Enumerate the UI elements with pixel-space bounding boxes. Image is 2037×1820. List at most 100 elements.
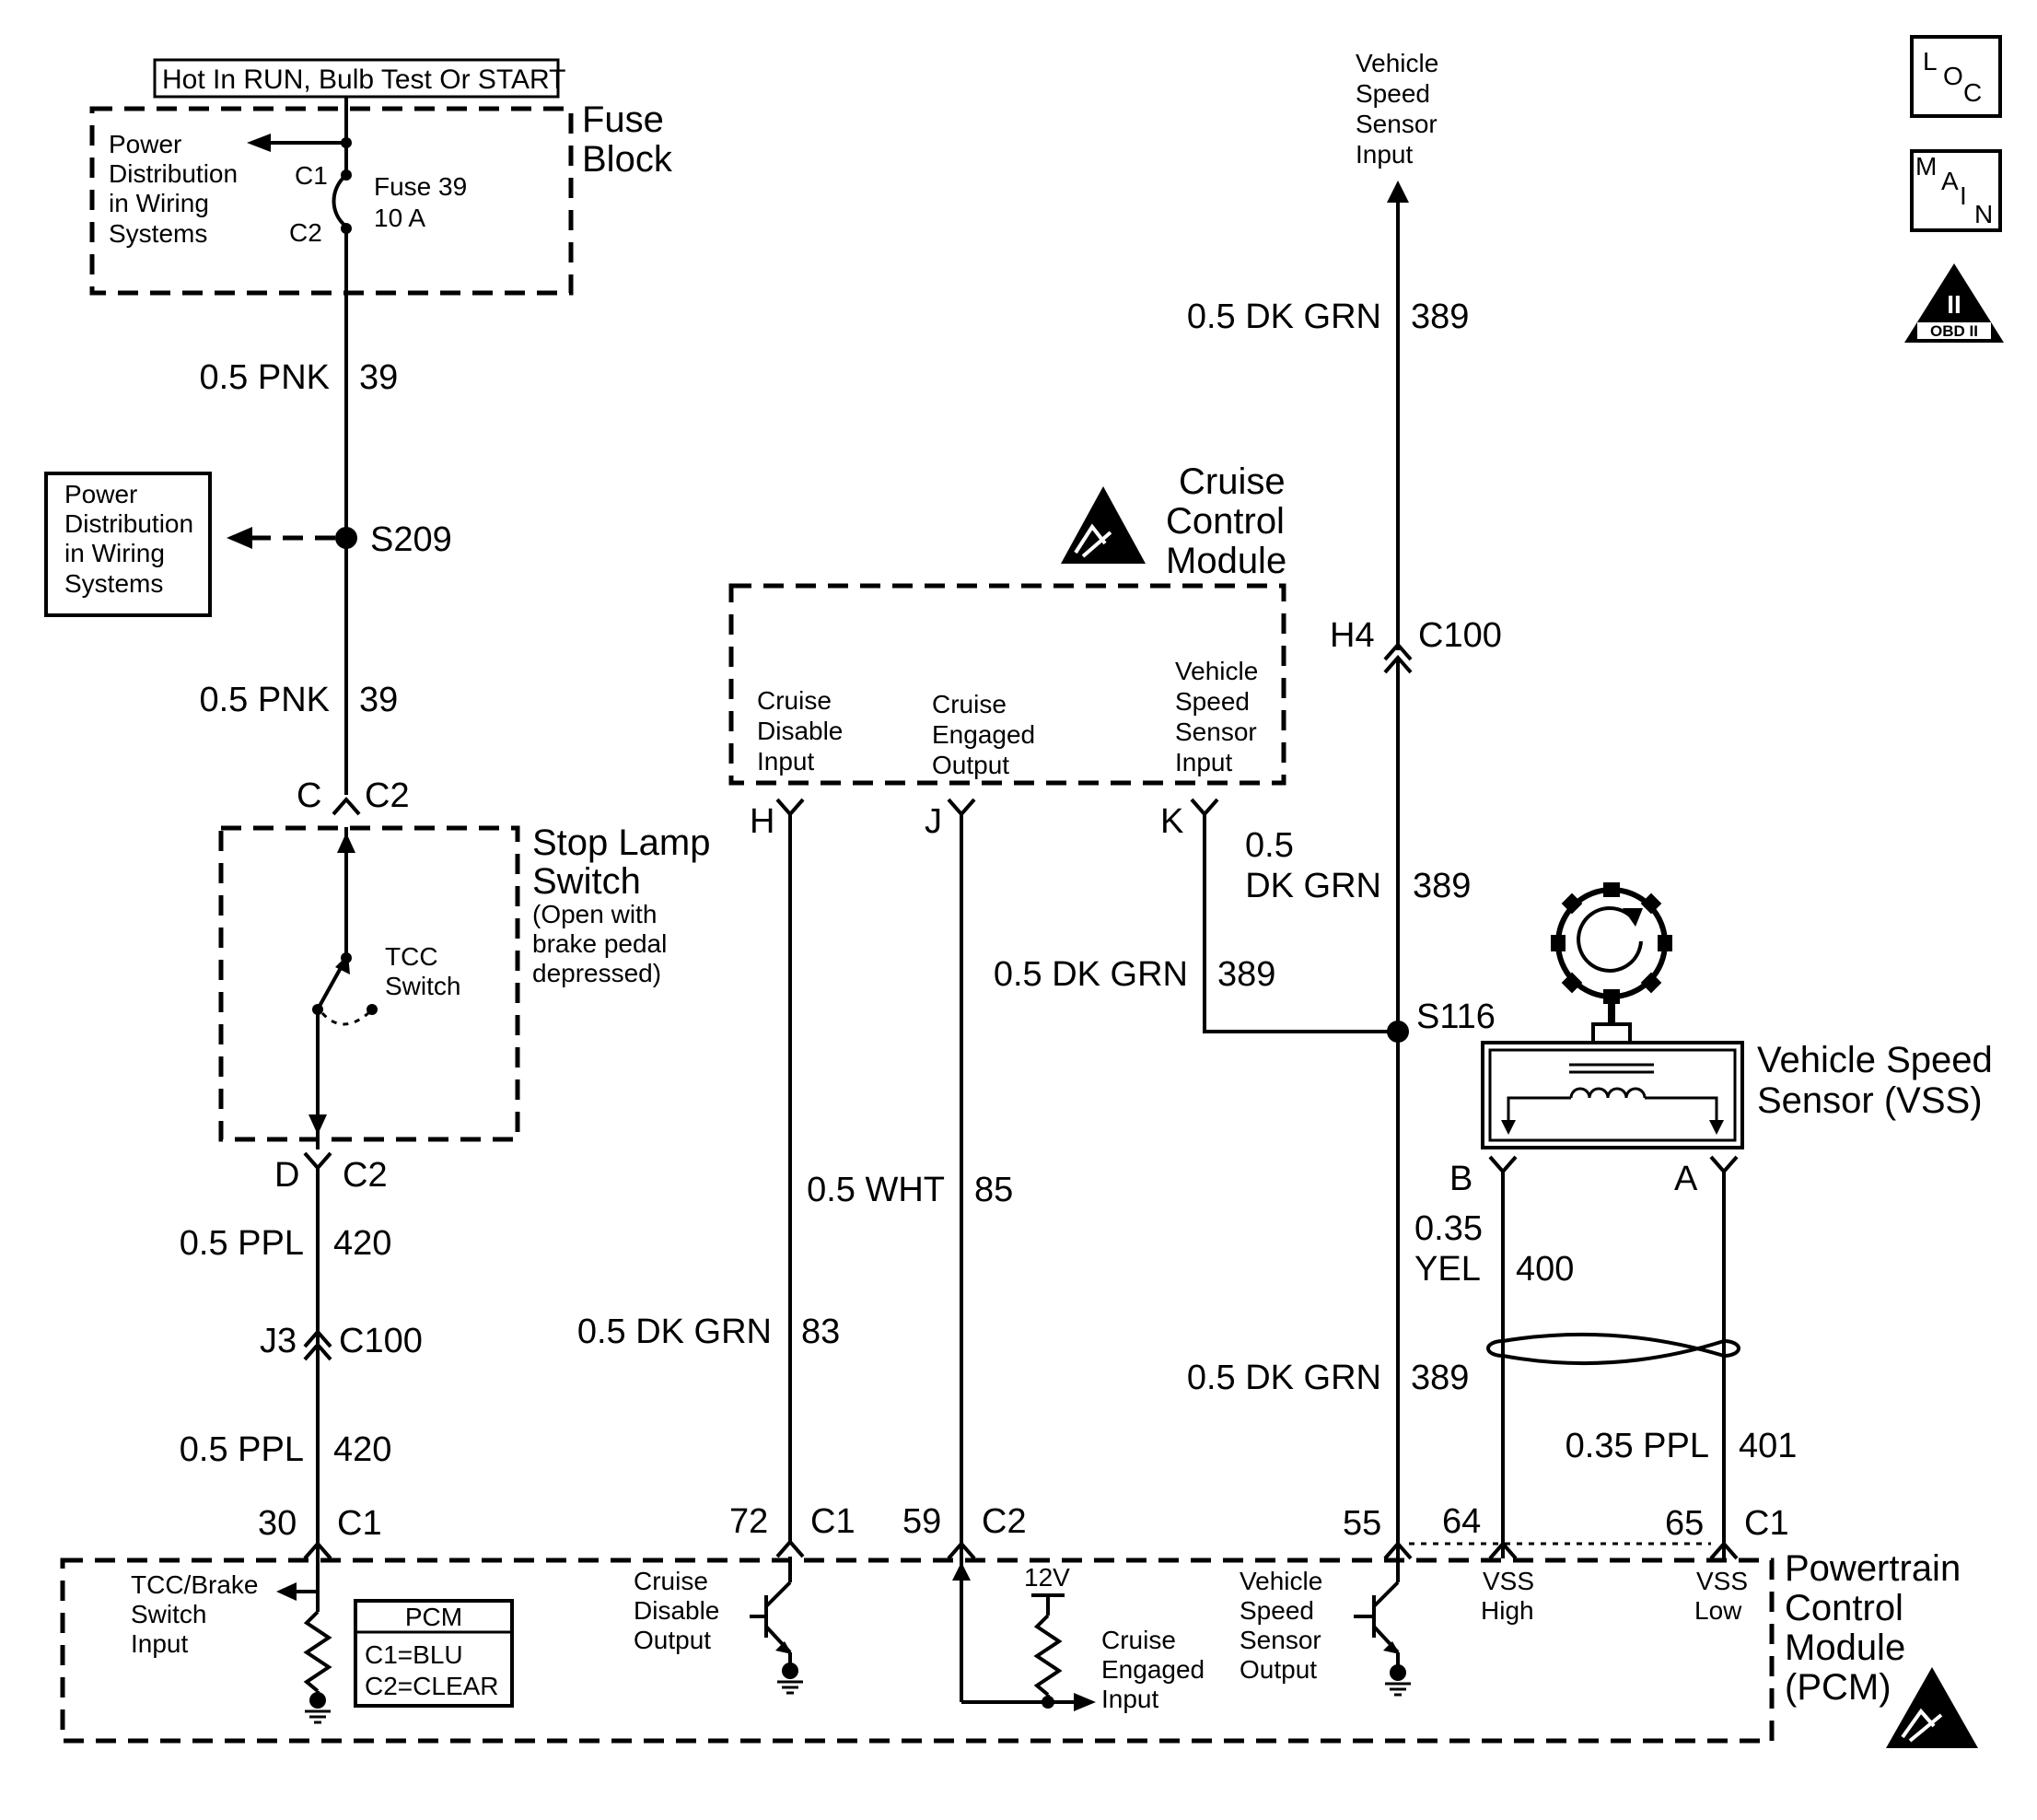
ccm-vss-1: Vehicle (1175, 657, 1258, 685)
ccm-vss-4: Input (1175, 748, 1232, 776)
pcm-pin-72: 72 (729, 1502, 768, 1541)
ground-node (309, 1692, 326, 1709)
switch-contact-right (367, 1004, 378, 1015)
switch-contact-arrow-icon (335, 954, 350, 974)
wire-ppl-401-gauge: 0.35 PPL (1566, 1427, 1709, 1465)
ccm-outline (728, 583, 1286, 786)
loc-icon[interactable]: L O C (1910, 35, 2002, 118)
wire-dkgrn-mid-circuit: 389 (1413, 867, 1471, 905)
pcm-vss-out-1: Vehicle (1240, 1567, 1322, 1595)
pcm-vss-out-4: Output (1240, 1655, 1317, 1684)
connector-j3-icon (303, 1328, 332, 1348)
fuse-rating-1: Fuse 39 (374, 172, 467, 201)
ccm-disable-3: Input (757, 747, 814, 776)
vss-pin-b: B (1449, 1160, 1472, 1198)
ccm-title-2: Control (1166, 501, 1285, 542)
switch-mechanical-link (320, 1011, 369, 1026)
wire-dkgrn-389-k (1203, 814, 1398, 1033)
wire-pnk-lower-gauge: 0.5 PNK (199, 681, 330, 719)
ground-node (1390, 1664, 1406, 1681)
fuse-c1-label: C1 (295, 161, 328, 190)
conn-c-name: C2 (365, 776, 410, 815)
wire-yel-gauge-1: 0.35 (1414, 1209, 1483, 1248)
vss-pin-a: A (1674, 1160, 1698, 1198)
pcm-engaged-in-2: Engaged (1101, 1655, 1205, 1684)
wire-dkgrn-top-circuit: 389 (1411, 298, 1469, 336)
connector-65-icon (1709, 1540, 1739, 1560)
vss-input-top-1: Vehicle (1356, 49, 1438, 77)
wire-dkgrn-83-circuit: 83 (801, 1312, 840, 1351)
wire-yel-circuit: 400 (1516, 1250, 1574, 1289)
pcm-outline (60, 1558, 1775, 1744)
connector-d-c2-icon (303, 1151, 332, 1172)
pcm-title-3: Module (1785, 1628, 1905, 1668)
ccm-pin-h: H (750, 802, 774, 841)
transistor-icon (750, 1581, 792, 1654)
wire-wht-circuit: 85 (974, 1171, 1013, 1209)
pcm-vss-out-3: Sensor (1240, 1626, 1321, 1654)
pcm-vss-out-2: Speed (1240, 1596, 1314, 1625)
arrow-left-icon (227, 527, 252, 549)
ccm-engaged-2: Engaged (932, 720, 1035, 749)
pcm-vss-low-1: VSS (1696, 1567, 1748, 1595)
pcm-conn-c1b: C1 (810, 1502, 856, 1541)
vss-input-top-3: Sensor (1356, 110, 1438, 138)
pcm-vss-high-2: High (1481, 1596, 1534, 1625)
sensor-mount (1591, 1022, 1632, 1044)
wire-wht-gauge: 0.5 WHT (807, 1171, 945, 1209)
splice-s209-dot (335, 527, 357, 549)
vss-title-2: Sensor (VSS) (1757, 1080, 1983, 1121)
wire-pnk-upper-circuit: 39 (359, 358, 398, 397)
fuse-block-title-2: Block (582, 139, 673, 180)
fuse-power-dist-1: Power (109, 130, 181, 158)
conn-j3-pin: J3 (260, 1322, 297, 1360)
splice-s116-label: S116 (1416, 998, 1496, 1036)
vss-title-1: Vehicle Speed (1757, 1040, 1993, 1080)
esd-warning-icon (1061, 486, 1146, 564)
loc-icon-c: C (1963, 78, 1982, 107)
power-dist-box-3: in Wiring (64, 539, 165, 567)
conn-d-name: C2 (343, 1156, 388, 1195)
wire-dkgrn-k-circuit: 389 (1217, 955, 1275, 994)
resistor-icon (1033, 1614, 1063, 1697)
pcm-pin-55: 55 (1343, 1504, 1381, 1543)
arrow-right-icon (1074, 1693, 1096, 1711)
pcm-pin-64: 64 (1442, 1502, 1481, 1541)
ccm-title-1: Cruise (1179, 461, 1286, 502)
connector-j3-icon-2 (303, 1341, 332, 1361)
esd-warning-icon (1886, 1667, 1978, 1748)
twisted-pair-icon (1486, 1332, 1740, 1366)
arrow-up-icon (337, 833, 355, 853)
connector-h4-icon (1383, 641, 1413, 661)
obd-ii-icon[interactable]: II OBD II (1904, 263, 2004, 343)
conn-h4-pin: H4 (1330, 616, 1375, 655)
main-icon[interactable]: M A I N (1910, 149, 2002, 232)
ccm-pin-j: J (925, 802, 942, 841)
main-icon-i: I (1960, 181, 1967, 210)
pcm-title-2: Control (1785, 1588, 1903, 1628)
wire-ppl-401-circuit: 401 (1739, 1427, 1797, 1465)
arrow-down-icon (308, 1114, 327, 1135)
stop-lamp-note-3: depressed) (532, 959, 661, 987)
loc-icon-l: L (1923, 47, 1938, 76)
ground-icon (777, 1680, 803, 1695)
wire-ppl-upper-gauge: 0.5 PPL (180, 1224, 304, 1263)
pcm-engaged-in-1: Cruise (1101, 1626, 1176, 1654)
connector-h4-icon-2 (1383, 654, 1413, 674)
conn-c-pin: C (297, 776, 321, 815)
connector-h-icon (775, 798, 805, 818)
ccm-pin-k: K (1160, 802, 1183, 841)
wire-dkgrn-mid-gauge-1: 0.5 (1245, 826, 1294, 865)
stop-lamp-title-2: Switch (532, 861, 641, 902)
power-dist-box (44, 472, 212, 617)
stop-lamp-title-1: Stop Lamp (532, 822, 710, 863)
ground-icon (305, 1709, 331, 1724)
header-box: Hot In RUN, Bulb Test Or START (153, 58, 565, 99)
pcm-title-1: Powertrain (1785, 1548, 1961, 1589)
pcm-vss-low-2: Low (1694, 1596, 1742, 1625)
ccm-vss-3: Sensor (1175, 718, 1257, 746)
ccm-title-3: Module (1166, 541, 1286, 581)
ground-node (782, 1662, 798, 1679)
pcm-vss-high-1: VSS (1483, 1567, 1534, 1595)
conn-h4-name: C100 (1418, 616, 1502, 655)
